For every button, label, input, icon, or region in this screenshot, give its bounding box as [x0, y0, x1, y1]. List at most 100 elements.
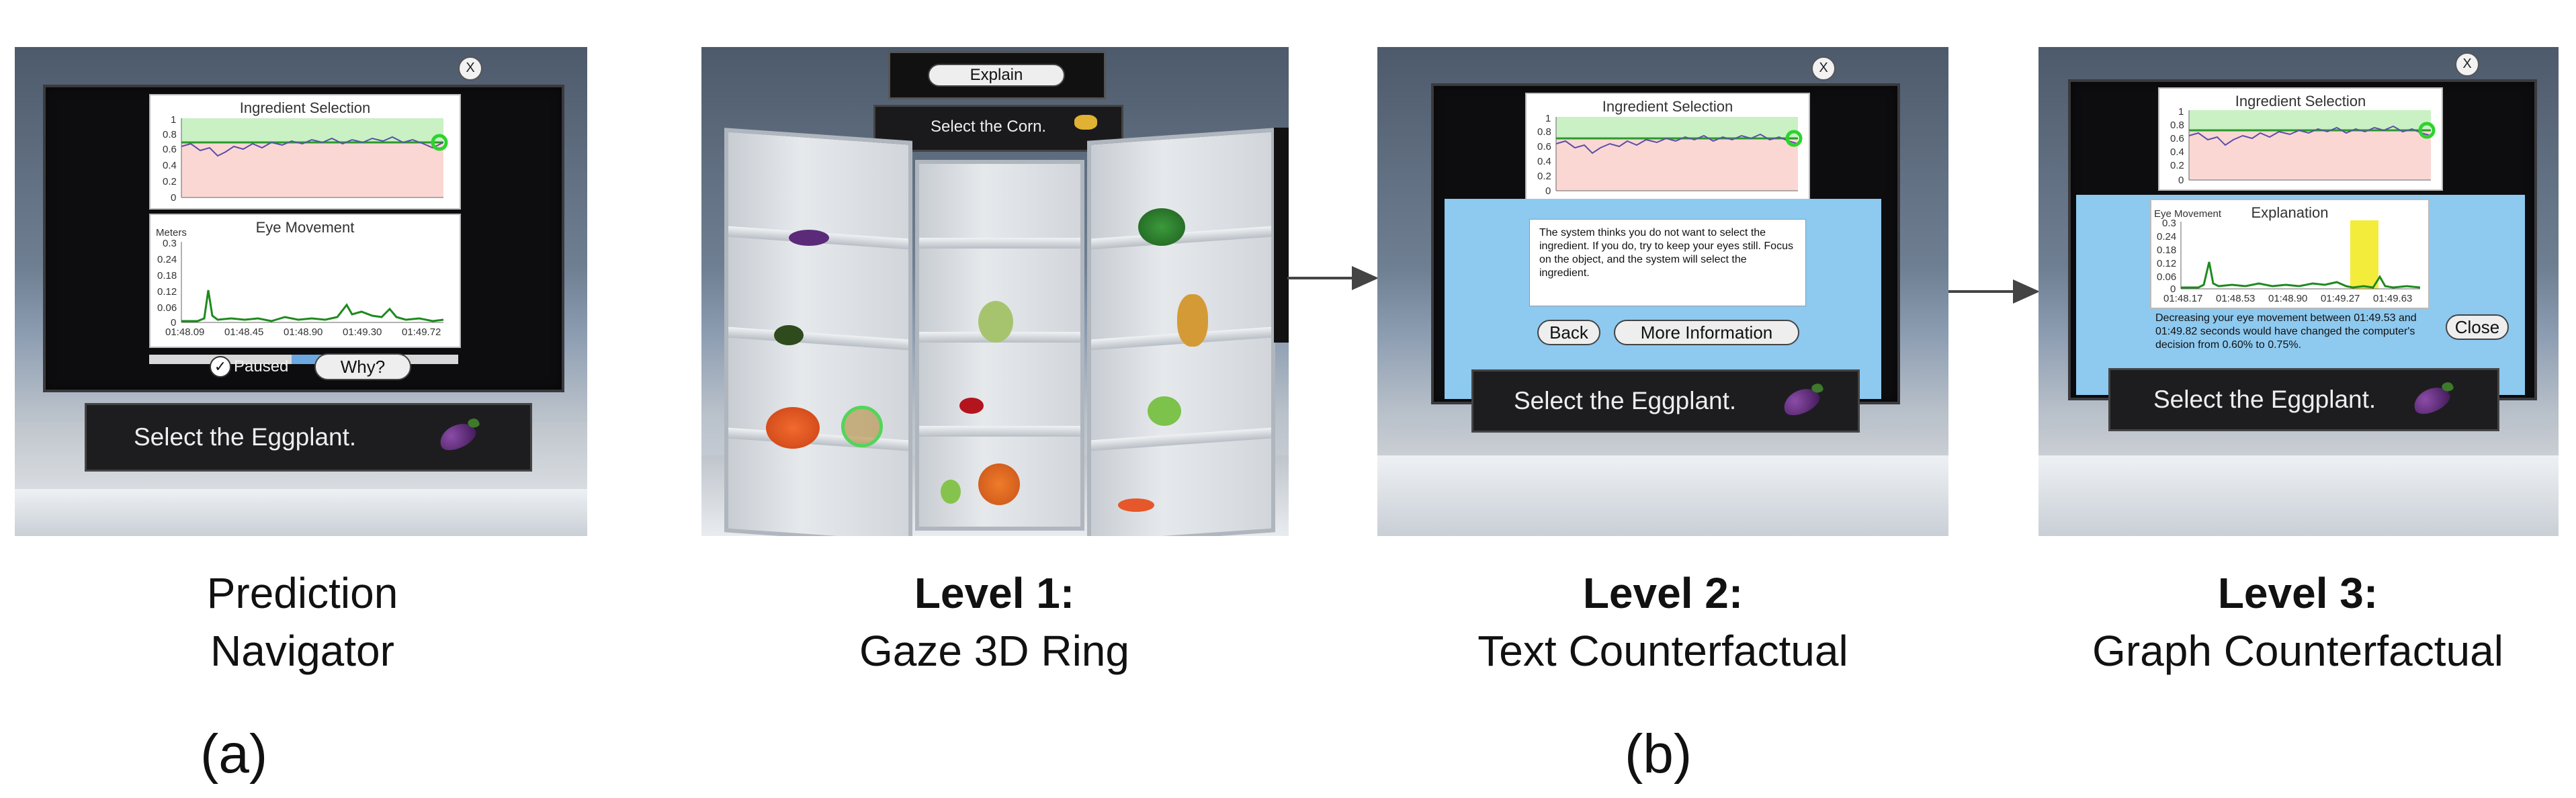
more-information-button[interactable]: More Information	[1614, 320, 1799, 345]
explanation-plot	[2180, 220, 2421, 290]
cherries-item[interactable]	[959, 398, 984, 414]
arrow-connector	[1287, 277, 1360, 279]
y-tick: 0.06	[157, 302, 177, 314]
y-tick: 0.8	[163, 129, 177, 140]
y-tick: 0.4	[2170, 146, 2184, 158]
arrow-head-icon	[1352, 266, 1379, 290]
y-tick: 0.2	[2170, 160, 2184, 171]
ingredient-selection-plot	[181, 118, 448, 198]
chart-title: Ingredient Selection	[239, 99, 371, 116]
eggplant-icon	[2409, 382, 2454, 419]
gaze-ring-icon	[841, 406, 883, 447]
y-tick: 0	[2170, 283, 2176, 295]
y-tick: 0	[2178, 175, 2184, 186]
prediction-navigator-panel: Ingredient Selection 1 0.8 0.6 0.4 0.2 0…	[43, 85, 564, 392]
middle-shelf	[915, 160, 1084, 531]
corn-icon	[1074, 115, 1097, 130]
paused-checkbox[interactable]: ✓	[210, 356, 231, 378]
caption-level-1: Level 1: Gaze 3D Ring	[759, 564, 1230, 680]
caption-level-3: Level 3: Graph Counterfactual	[2043, 564, 2553, 680]
eggplant-item[interactable]	[789, 230, 829, 246]
caption-level-label: Level 3:	[2217, 569, 2378, 617]
subfigure-label-b: (b)	[1625, 723, 1692, 785]
x-tick: 01:48.45	[224, 326, 264, 338]
caption-line: Gaze 3D Ring	[859, 627, 1129, 675]
y-tick: 0.3	[2162, 218, 2176, 229]
y-tick: 0.6	[1537, 141, 1551, 152]
x-tick: 01:48.09	[165, 326, 205, 338]
why-button[interactable]: Why?	[314, 353, 411, 380]
left-shelf	[724, 128, 912, 536]
timeline-scrubber[interactable]	[149, 355, 458, 364]
counter-row	[1377, 455, 1948, 536]
instruction-banner: Select the Corn.	[873, 105, 1123, 152]
ingredient-selection-chart: Ingredient Selection 1 0.8 0.6 0.4 0.2 0	[1525, 93, 1810, 203]
x-tick: 01:49.72	[402, 326, 441, 338]
y-tick: 0.12	[157, 286, 177, 298]
tomato-pile-item[interactable]	[766, 407, 820, 449]
y-tick: 0.18	[157, 270, 177, 281]
pear-item[interactable]	[941, 480, 961, 504]
instruction-text: Select the Eggplant.	[134, 423, 357, 451]
ingredient-selection-plot	[2188, 110, 2436, 181]
back-button[interactable]: Back	[1537, 320, 1600, 345]
level2-screenshot: X Ingredient Selection 1 0.8 0.6 0.4 0.2…	[1377, 47, 1948, 536]
counterfactual-message: Decreasing your eye movement between 01:…	[2155, 312, 2417, 351]
counterfactual-message: The system thinks you do not want to sel…	[1529, 219, 1806, 306]
y-tick: 0.24	[157, 254, 177, 265]
y-tick: 0.2	[163, 176, 177, 187]
close-icon[interactable]: X	[1811, 56, 1836, 81]
y-tick: 0.3	[163, 238, 177, 249]
cabbage-item[interactable]	[1148, 396, 1181, 426]
explanation-title: Explanation	[2251, 204, 2329, 221]
ingredient-selection-chart: Ingredient Selection 1 0.8 0.6 0.4 0.2 0	[2158, 87, 2443, 191]
eggplant-icon	[1779, 383, 1823, 420]
carrot-item[interactable]	[1118, 498, 1154, 512]
instruction-text: Select the Eggplant.	[1514, 387, 1737, 414]
close-icon[interactable]: X	[458, 56, 482, 81]
y-tick: 0	[1545, 185, 1551, 197]
caption-level-label: Level 1:	[914, 569, 1075, 617]
eye-movement-plot	[181, 242, 444, 323]
close-button[interactable]: Close	[2446, 314, 2509, 340]
x-tick: 01:48.90	[284, 326, 323, 338]
counter-row	[2038, 455, 2559, 536]
subfigure-label-a: (a)	[200, 723, 268, 785]
graph-counterfactual-panel: Explanation Eye Movement 0.3 0.24 0.18 0…	[2076, 195, 2525, 395]
y-unit-label: Meters	[156, 227, 187, 238]
ingredient-selection-plot	[1555, 117, 1803, 191]
right-panel-edge	[1274, 128, 1289, 343]
x-tick: 01:48.53	[2216, 293, 2256, 304]
y-tick: 0.18	[2157, 245, 2177, 256]
instruction-text: Select the Corn.	[931, 118, 1047, 136]
caption-line: Navigator	[210, 627, 394, 675]
pumpkin-item[interactable]	[978, 463, 1020, 505]
melon-item[interactable]	[978, 301, 1013, 343]
arrow-head-icon	[2013, 279, 2040, 304]
pineapple-item[interactable]	[1177, 294, 1208, 347]
text-counterfactual-panel: The system thinks you do not want to sel…	[1445, 199, 1881, 399]
chart-title: Ingredient Selection	[1602, 98, 1733, 115]
y-tick: 1	[171, 114, 177, 126]
instruction-banner: Select the Eggplant.	[1471, 369, 1860, 433]
y-tick: 1	[1545, 113, 1551, 124]
caption-line: Prediction	[206, 569, 398, 617]
chart-title: Ingredient Selection	[2235, 93, 2366, 109]
counter-edge	[15, 489, 587, 536]
x-tick: 01:49.63	[2373, 293, 2413, 304]
instruction-banner: Select the Eggplant.	[2108, 368, 2499, 431]
watermelon-item[interactable]	[1138, 208, 1185, 246]
y-tick: 0.2	[1537, 171, 1551, 182]
instruction-banner: Select the Eggplant.	[85, 403, 532, 472]
panel-a-screenshot: X Ingredient Selection 1 0.8 0.6 0.4 0.2…	[15, 47, 587, 536]
caption-line: Text Counterfactual	[1477, 627, 1848, 675]
close-icon[interactable]: X	[2455, 52, 2479, 77]
eye-movement-chart: Eye Movement Meters 0.3 0.24 0.18 0.12 0…	[149, 214, 461, 348]
paused-label: Paused	[234, 357, 289, 375]
explain-button[interactable]: Explain	[928, 64, 1065, 87]
avocado-item[interactable]	[774, 325, 804, 345]
y-tick: 0.12	[2157, 258, 2177, 269]
explain-panel: Explain	[888, 51, 1106, 99]
y-tick: 0	[171, 192, 177, 204]
level3-screenshot: X Ingredient Selection 1 0.8 0.6 0.4 0.2…	[2038, 47, 2559, 536]
